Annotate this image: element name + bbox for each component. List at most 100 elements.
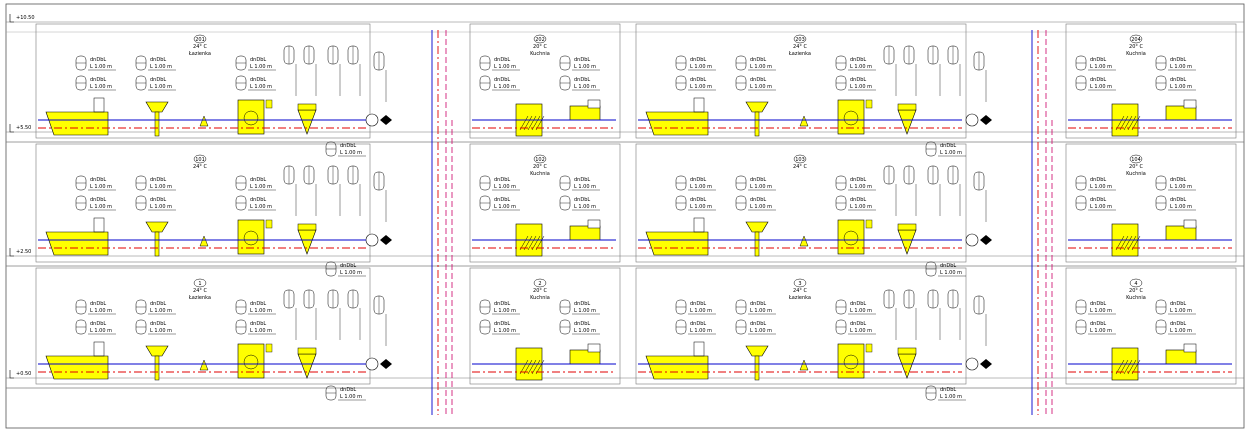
washing-machine-valve [265, 219, 273, 229]
pipe-length-label: L 1.00 m [1090, 328, 1112, 334]
pipe-diameter-label: dnDbL [940, 143, 956, 149]
room-temperature: 20° C [533, 44, 547, 50]
room-outline [635, 23, 967, 139]
kitchen-faucet [587, 99, 601, 109]
room-name: Łazienka [188, 51, 211, 57]
pipe-diameter-label: dnDbL [90, 77, 106, 83]
pipe-length-label: L 1.00 m [690, 64, 712, 70]
washing-machine-valve [265, 99, 273, 109]
vertical-pipe-label [283, 289, 297, 340]
room-number: 204 [1131, 37, 1141, 43]
pipe-diameter-label: dnDbL [574, 57, 590, 63]
toilet-cistern [897, 223, 917, 231]
pipe-diameter-label: dnDbL [850, 301, 866, 307]
level-marker [9, 248, 14, 257]
pipe-length-label: L 1.00 m [150, 308, 172, 314]
bathtub [645, 111, 709, 136]
valve-symbol [199, 235, 209, 247]
pipe-length-label: L 1.00 m [150, 84, 172, 90]
pipe-diameter-label: dnDbL [1090, 77, 1106, 83]
toilet-cistern [297, 103, 317, 111]
pipe-diameter-label: dnDbL [1170, 197, 1186, 203]
room-number: 202 [535, 37, 545, 43]
washbasin-pedestal [754, 355, 760, 381]
pipe-length-label: L 1.00 m [340, 270, 362, 276]
room-number-bubble [793, 34, 807, 44]
pipe-length-label: L 1.00 m [90, 184, 112, 190]
vertical-pipe-label [327, 289, 341, 340]
pipe-length-label: L 1.00 m [690, 308, 712, 314]
valve-symbol [199, 115, 209, 127]
pipe-diameter-label: dnDbL [940, 263, 956, 269]
pipe-length-label: L 1.00 m [1090, 204, 1112, 210]
level-marker [9, 370, 14, 379]
room-number: 203 [795, 37, 805, 43]
valve-symbol [799, 235, 809, 247]
pipe-length-label: L 1.00 m [150, 184, 172, 190]
room-outline [1065, 267, 1237, 385]
bath-mixer [93, 341, 105, 357]
room-number-bubble [193, 34, 207, 44]
toilet-cistern [897, 103, 917, 111]
toilet [897, 229, 917, 255]
vertical-pipe-label [973, 51, 987, 102]
bathtub [45, 111, 109, 136]
pipe-diameter-label: dnDbL [1090, 301, 1106, 307]
vertical-pipe-label [883, 289, 897, 340]
pipe-length-label: L 1.00 m [1170, 84, 1192, 90]
level-label: +10.50 [16, 15, 35, 21]
washbasin [145, 101, 169, 113]
pipe-diameter-label: dnDbL [150, 321, 166, 327]
room-temperature: 20° C [1129, 44, 1143, 50]
pipe-length-label: L 1.00 m [90, 328, 112, 334]
room-number: 1 [198, 281, 201, 287]
pipe-diameter-label: dnDbL [90, 197, 106, 203]
vertical-pipe-label [303, 45, 317, 96]
pipe-length-label: L 1.00 m [1170, 204, 1192, 210]
pipe-diameter-label: dnDbL [494, 57, 510, 63]
pipe-diameter-label: dnDbL [750, 57, 766, 63]
vertical-pipe-label [903, 289, 917, 340]
pipe-diameter-label: dnDbL [750, 77, 766, 83]
toilet [297, 229, 317, 255]
sink-hatch [1123, 235, 1133, 251]
toilet [897, 109, 917, 135]
pipe-length-label: L 1.00 m [1170, 64, 1192, 70]
room-outline [1065, 23, 1237, 139]
room-outline [35, 23, 371, 139]
pipe-length-label: L 1.00 m [574, 308, 596, 314]
pipe-length-label: L 1.00 m [90, 84, 112, 90]
room-number-bubble [793, 154, 807, 164]
vertical-pipe-label [947, 165, 961, 216]
room-outline [469, 267, 621, 385]
pipe-length-label: L 1.00 m [150, 328, 172, 334]
riser-valve [380, 115, 392, 125]
pipe-diameter-label: dnDbL [150, 57, 166, 63]
pipe-diameter-label: dnDbL [150, 177, 166, 183]
pipe-diameter-label: dnDbL [940, 387, 956, 393]
level-label: +0.50 [16, 371, 31, 377]
riser-meter [965, 113, 979, 127]
pipe-length-label: L 1.00 m [250, 204, 272, 210]
pipe-diameter-label: dnDbL [690, 57, 706, 63]
vertical-pipe-label [347, 165, 361, 216]
